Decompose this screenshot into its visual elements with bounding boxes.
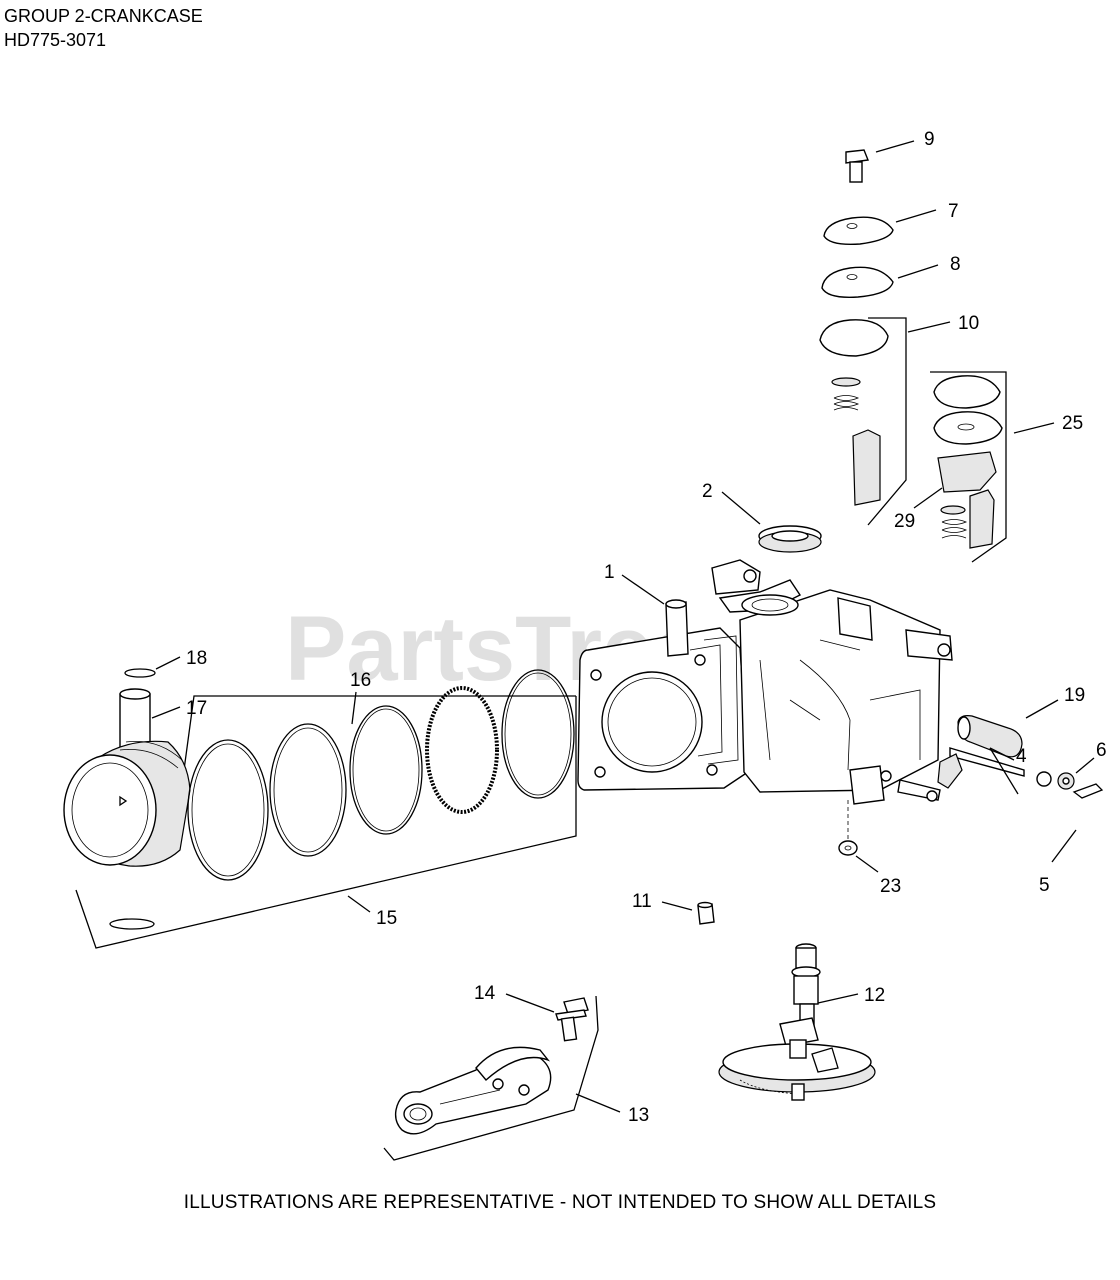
part-15-piston-assembly[interactable] <box>75 695 577 949</box>
callout-17[interactable]: 17 <box>186 698 207 719</box>
model-number: HD775-3071 <box>4 30 107 50</box>
part-18-retaining-ring[interactable] <box>124 668 156 678</box>
callout-8[interactable]: 8 <box>950 254 961 275</box>
callout-23[interactable]: 23 <box>880 876 901 897</box>
callout-2[interactable]: 2 <box>702 481 713 502</box>
part-6-washer[interactable] <box>1036 771 1075 790</box>
callout-1[interactable]: 1 <box>604 562 615 583</box>
part-19-breather-tube[interactable] <box>957 715 1023 758</box>
leader-lines <box>151 140 1095 1113</box>
callout-11[interactable]: 11 <box>632 891 652 912</box>
part-1-crankcase[interactable] <box>577 559 953 805</box>
callout-6[interactable]: 6 <box>1096 740 1107 761</box>
disclaimer-footer: ILLUSTRATIONS ARE REPRESENTATIVE - NOT I… <box>183 1192 937 1213</box>
piston[interactable] <box>63 740 191 930</box>
callout-5[interactable]: 5 <box>1039 875 1050 896</box>
callout-14[interactable]: 14 <box>474 983 496 1004</box>
callout-7[interactable]: 7 <box>948 201 959 222</box>
part-12-camshaft[interactable] <box>718 943 876 1101</box>
group-title: GROUP 2-CRANKCASE <box>4 6 203 26</box>
callout-10[interactable]: 10 <box>958 313 979 334</box>
part-14-bolt[interactable] <box>555 997 589 1042</box>
part-25-valve-assembly[interactable] <box>930 371 1007 563</box>
callout-15[interactable]: 15 <box>376 908 397 929</box>
part-7-plate[interactable] <box>823 216 894 246</box>
callout-4[interactable]: 4 <box>1016 746 1027 767</box>
part-13-connecting-rod[interactable] <box>383 995 599 1161</box>
part-23-washer[interactable] <box>838 800 858 856</box>
callout-18[interactable]: 18 <box>186 648 207 669</box>
callout-12[interactable]: 12 <box>864 985 885 1006</box>
callout-25[interactable]: 25 <box>1062 413 1083 434</box>
part-5-pin[interactable] <box>1072 783 1104 799</box>
part-8-plate[interactable] <box>821 266 894 298</box>
part-10-valve-assembly[interactable] <box>819 317 907 526</box>
callout-13[interactable]: 13 <box>628 1105 649 1126</box>
callout-19[interactable]: 19 <box>1064 685 1085 706</box>
part-2-oil-seal[interactable] <box>758 525 822 553</box>
callout-29[interactable]: 29 <box>894 511 915 532</box>
callout-16[interactable]: 16 <box>350 670 371 691</box>
callout-9[interactable]: 9 <box>924 129 935 150</box>
part-16-piston-rings[interactable] <box>187 669 575 881</box>
part-11-dowel-pin[interactable] <box>697 901 715 925</box>
part-9-bolt[interactable] <box>845 149 869 183</box>
